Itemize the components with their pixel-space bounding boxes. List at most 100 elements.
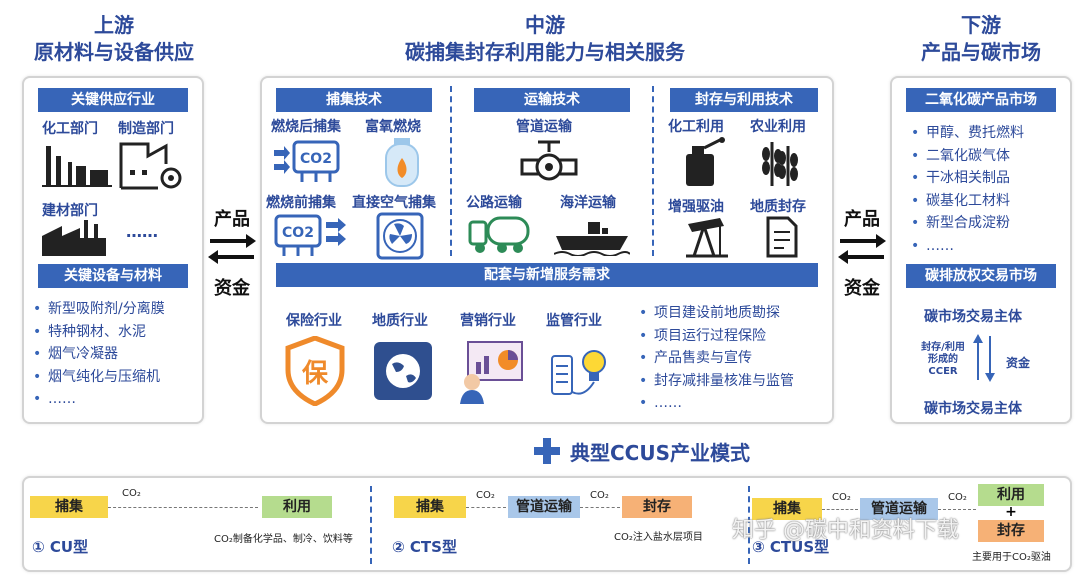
co2-label: CO₂ <box>122 488 141 499</box>
building-sector-label: 建材部门 <box>42 203 98 219</box>
ship-icon <box>554 222 630 256</box>
market-subject-bottom: 碳市场交易主体 <box>924 401 1022 417</box>
pipeline-valve-icon <box>520 140 578 181</box>
ctus-plus: + <box>1005 504 1017 520</box>
list-item: 新型吸附剂/分离膜 <box>32 298 165 321</box>
cts-model-name: ② CTS型 <box>392 538 457 556</box>
cts-pipeline-box: 管道运输 <box>508 496 580 518</box>
list-item: 封存减排量核准与监管 <box>638 370 794 393</box>
chemical-use-label: 化工利用 <box>668 119 724 135</box>
insurance-industry-label: 保险行业 <box>286 313 342 329</box>
storage-utilization-bar: 封存与利用技术 <box>670 88 818 112</box>
fan-icon <box>376 212 424 260</box>
oil-pump-icon <box>686 218 728 258</box>
capture-tech-bar: 捕集技术 <box>276 88 432 112</box>
co2-label: CO₂ <box>948 492 967 503</box>
list-item: 甲醇、费托燃料 <box>910 122 1024 145</box>
exchange-arrows-icon <box>973 334 995 382</box>
ctus-description: 主要用于CO₂驱油 <box>972 552 1051 563</box>
pre-combustion-label: 燃烧前捕集 <box>266 195 336 211</box>
direct-air-capture-label: 直接空气捕集 <box>352 195 436 211</box>
building-materials-icon <box>42 220 106 256</box>
co2-label: CO₂ <box>476 490 495 501</box>
flow-arrow <box>580 507 620 508</box>
transport-tech-bar: 运输技术 <box>474 88 630 112</box>
list-item: 碳基化工材料 <box>910 190 1024 213</box>
document-icon <box>766 216 798 258</box>
ctus-use-box: 利用 <box>978 484 1044 506</box>
post-combustion-icon: CO2 <box>274 140 340 182</box>
flow-arrow <box>822 509 858 510</box>
midstream-title: 中游碳捕集封存利用能力与相关服务 <box>405 13 685 64</box>
watermark-text: 知乎 @碳中和资料下载 <box>732 518 959 543</box>
cu-description: CO₂制备化学品、制冷、饮料等 <box>214 534 353 545</box>
plus-icon <box>534 438 560 464</box>
list-item: 产品售卖与宣传 <box>638 347 794 370</box>
manufacturing-gear-icon <box>119 142 182 190</box>
models-title: 典型CCUS产业模式 <box>570 441 750 465</box>
equipment-list: 新型吸附剂/分离膜 特种钢材、水泥 烟气冷凝器 烟气纯化与压缩机 …… <box>32 298 165 411</box>
ccer-text: 封存/利用形成的CCER <box>921 342 965 377</box>
ocean-transport-label: 海洋运输 <box>560 195 616 211</box>
co2-label: CO2 <box>282 225 314 241</box>
downstream-title: 下游产品与碳市场 <box>921 13 1041 64</box>
carbon-trading-market-bar: 碳排放权交易市场 <box>906 264 1056 288</box>
globe-icon <box>374 342 432 400</box>
fund-label: 资金 <box>1006 356 1031 370</box>
divider <box>652 86 654 256</box>
co2-label: CO₂ <box>590 490 609 501</box>
list-item: 特种钢材、水泥 <box>32 321 165 344</box>
ctus-model-name: ③ CTUS型 <box>752 538 830 556</box>
co2-label: CO2 <box>300 151 332 167</box>
divider <box>450 86 452 256</box>
enhanced-oil-recovery-label: 增强驱油 <box>668 199 724 215</box>
co2-label: CO₂ <box>832 492 851 503</box>
geology-industry-label: 地质行业 <box>372 313 428 329</box>
co2-product-market-bar: 二氧化碳产品市场 <box>906 88 1056 112</box>
bidirectional-arrow-icon <box>208 234 256 264</box>
list-item: 新型合成淀粉 <box>910 212 1024 235</box>
geological-storage-label: 地质封存 <box>750 199 806 215</box>
left-flow-fund: 资金 <box>214 278 250 299</box>
oxyfuel-label: 富氧燃烧 <box>365 119 421 135</box>
right-flow-product: 产品 <box>844 209 880 230</box>
list-item: 项目建设前地质勘探 <box>638 302 794 325</box>
cts-description: CO₂注入盐水层项目 <box>614 532 703 543</box>
upstream-ellipsis: …… <box>126 222 158 241</box>
right-flow-fund: 资金 <box>844 278 880 299</box>
divider <box>748 486 750 564</box>
equipment-materials-bar: 关键设备与材料 <box>38 264 188 288</box>
cts-storage-box: 封存 <box>622 496 692 518</box>
models-panel <box>22 476 1072 572</box>
wheat-icon <box>762 142 798 186</box>
list-item: 项目运行过程保险 <box>638 325 794 348</box>
pre-combustion-icon: CO2 <box>274 214 346 256</box>
cu-capture-box: 捕集 <box>30 496 108 518</box>
list-item: 干冰相关制品 <box>910 167 1024 190</box>
supporting-services-bar: 配套与新增服务需求 <box>276 263 818 287</box>
bidirectional-arrow-icon <box>838 234 886 264</box>
flow-arrow <box>466 507 506 508</box>
regulation-bulb-icon <box>551 350 606 395</box>
chemical-sector-label: 化工部门 <box>42 121 98 137</box>
list-item: …… <box>638 392 794 415</box>
post-combustion-label: 燃烧后捕集 <box>271 119 341 135</box>
co2-product-list: 甲醇、费托燃料 二氧化碳气体 干冰相关制品 碳基化工材料 新型合成淀粉 …… <box>910 122 1024 258</box>
marketing-chart-icon <box>460 341 523 404</box>
divider <box>370 486 372 564</box>
oxyfuel-flame-icon <box>385 138 419 187</box>
list-item: 二氧化碳气体 <box>910 145 1024 168</box>
supply-industry-bar: 关键供应行业 <box>38 88 188 112</box>
chemical-container-icon <box>686 137 725 186</box>
pipeline-label: 管道运输 <box>516 119 572 135</box>
truck-icon <box>468 216 530 253</box>
regulation-industry-label: 监管行业 <box>546 313 602 329</box>
ctus-capture-box: 捕集 <box>752 498 822 520</box>
cu-model-name: ① CU型 <box>32 538 89 556</box>
road-transport-label: 公路运输 <box>466 195 522 211</box>
list-item: 烟气冷凝器 <box>32 343 165 366</box>
factory-icon <box>42 146 112 187</box>
flow-arrow <box>108 507 258 508</box>
list-item: …… <box>910 235 1024 258</box>
ctus-pipeline-box: 管道运输 <box>860 498 938 520</box>
